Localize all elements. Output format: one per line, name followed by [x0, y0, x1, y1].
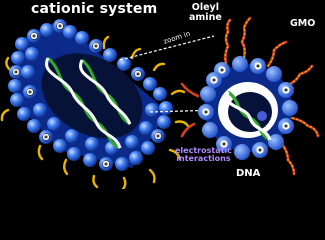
- micelle-cross-section: [198, 56, 298, 160]
- oleyl-label-line1: Oleyl: [191, 2, 219, 13]
- oleyl-amine-label: Oleyl amine: [189, 3, 222, 23]
- electrostatic-line1: electrostatic: [175, 146, 232, 155]
- cylindrical-micelle: [8, 19, 173, 171]
- electrostatic-interactions-label: electrostatic interactions: [175, 146, 232, 164]
- electrostatic-line2: interactions: [176, 154, 231, 164]
- cationic-system-illustration: [0, 16, 320, 189]
- oleyl-label-line2: amine: [189, 11, 222, 23]
- diagram-title: cationic system: [31, 1, 158, 17]
- gmo-label: GMO: [290, 18, 316, 29]
- plus-charge-icon: [202, 62, 290, 154]
- dna-label: DNA: [236, 168, 261, 179]
